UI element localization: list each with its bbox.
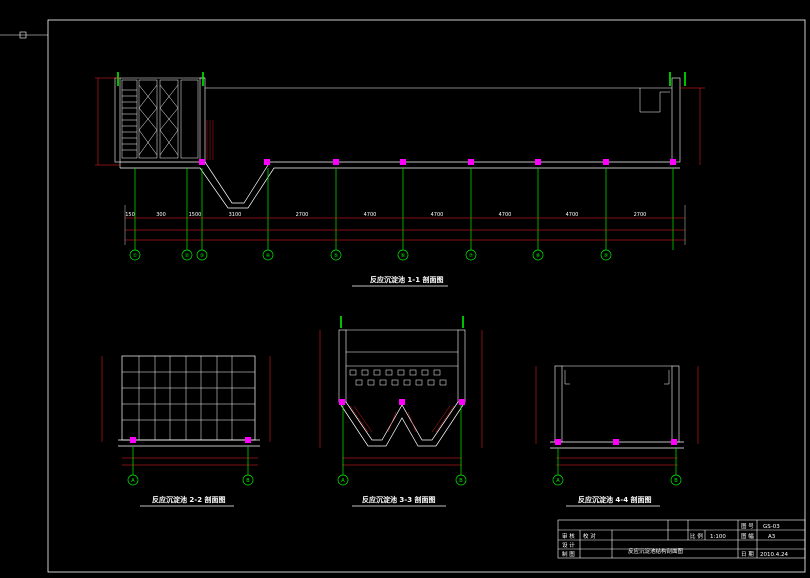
section-1-1: 150 300 1500 3100 2700 4700 4700 4700 4700 2700 ①… [95, 72, 705, 287]
axis-bubble [181, 249, 193, 261]
axis-bubble [465, 249, 477, 261]
dimension-text: 4700 [431, 212, 444, 218]
section-2-2-title: 反应沉淀池 2-2 剖面图 [152, 495, 226, 504]
axis-bubble [670, 474, 682, 486]
axis-label: ⑦ [469, 253, 474, 259]
axis-bubble [242, 474, 254, 486]
tb-sheet-label: 图 幅 [741, 532, 754, 540]
tb-no-label: 图 号 [741, 522, 754, 530]
axis-label: ⑧ [536, 253, 541, 259]
axis-bubble [455, 474, 467, 486]
tb-date-label: 日 期 [741, 551, 754, 558]
dimension-text: 4700 [566, 212, 579, 218]
dimension-text: 2700 [296, 212, 309, 218]
axis-label: ① [133, 253, 138, 259]
section-4-4-title: 反应沉淀池 4-4 剖面图 [578, 495, 652, 504]
axis-label: ⑨ [604, 253, 608, 259]
tb-drawing-name: 反应沉淀池结构剖面图 [628, 547, 684, 555]
drawing-frame [47, 19, 806, 573]
axis-bubble [330, 249, 342, 261]
cursor-box [19, 31, 27, 39]
axis-label: ⑤ [334, 253, 338, 259]
axis-bubble [532, 249, 544, 261]
dimension-text: 300 [156, 212, 166, 218]
axis-label: B [246, 478, 250, 484]
section-4-4: A B 反应沉淀池 4-4 剖面图 [535, 365, 699, 507]
dimension-text: 1500 [189, 212, 202, 218]
dimension-text: 4700 [499, 212, 512, 218]
dimension-text: 3100 [229, 212, 242, 218]
axis-bubble [129, 249, 141, 261]
axis-bubble [397, 249, 409, 261]
axis-label: B [459, 478, 463, 484]
axis-bubble [600, 249, 612, 261]
axis-bubble [337, 474, 349, 486]
dimension-text: 2700 [634, 212, 647, 218]
axis-bubble [196, 249, 208, 261]
axis-label: ④ [266, 253, 271, 259]
tb-scale-label: 比 例 [690, 532, 703, 540]
dimension-text: 4700 [364, 212, 377, 218]
reaction-zone-baffles [121, 79, 199, 159]
axis-label: ⑥ [401, 253, 406, 259]
tb-date-value: 2010.4.24 [760, 552, 788, 558]
section-3-3: A B 反应沉淀池 3-3 剖面图 [319, 316, 483, 507]
axis-label: A [131, 478, 135, 484]
dimension-text: 150 [125, 212, 135, 218]
tb-no-value: GS-03 [763, 524, 780, 530]
section-1-1-title: 反应沉淀池 1-1 剖面图 [370, 275, 444, 284]
axis-bubble [552, 474, 564, 486]
axis-bubble [127, 474, 139, 486]
axis-bubble [262, 249, 274, 261]
axis-label: B [674, 478, 678, 484]
axis-label: ③ [200, 253, 204, 259]
tb-designer: 设 计 [562, 541, 575, 549]
title-block [557, 519, 806, 559]
tb-drafter: 制 图 [562, 550, 575, 558]
axis-label: A [341, 478, 345, 484]
section-2-2: A B 反应沉淀池 2-2 剖面图 [101, 355, 271, 507]
tb-checker: 校 对 [583, 532, 596, 540]
tb-reviewer: 审 核 [562, 532, 575, 540]
tb-scale-value: 1:100 [710, 534, 726, 540]
axis-label: A [556, 478, 560, 484]
section-3-3-title: 反应沉淀池 3-3 剖面图 [362, 495, 436, 504]
axis-label: ② [185, 253, 190, 259]
tb-sheet-value: A3 [768, 534, 776, 540]
